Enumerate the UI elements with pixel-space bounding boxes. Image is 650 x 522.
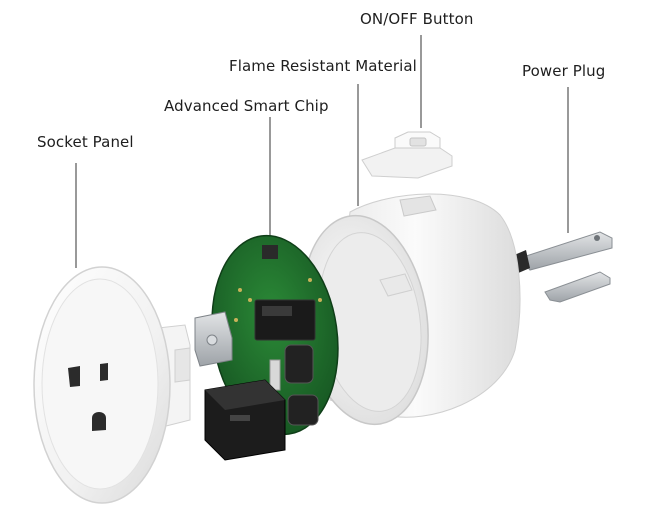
outlet-ground-hole (92, 412, 106, 431)
smart-chip (262, 245, 278, 259)
label-flame-resistant: Flame Resistant Material (229, 57, 417, 75)
metal-bracket-part (194, 311, 233, 367)
connector-block-part (204, 379, 286, 461)
leader-lines (75, 35, 569, 268)
label-power-plug: Power Plug (522, 62, 606, 80)
label-onoff-button: ON/OFF Button (360, 10, 474, 28)
label-socket-panel: Socket Panel (37, 133, 134, 151)
outlet-slot-right (100, 363, 108, 381)
socket-panel-part (33, 266, 171, 504)
outlet-slot-left (68, 366, 80, 387)
onoff-button-part (361, 131, 453, 179)
label-smart-chip: Advanced Smart Chip (164, 97, 329, 115)
power-plug-part (512, 231, 613, 303)
